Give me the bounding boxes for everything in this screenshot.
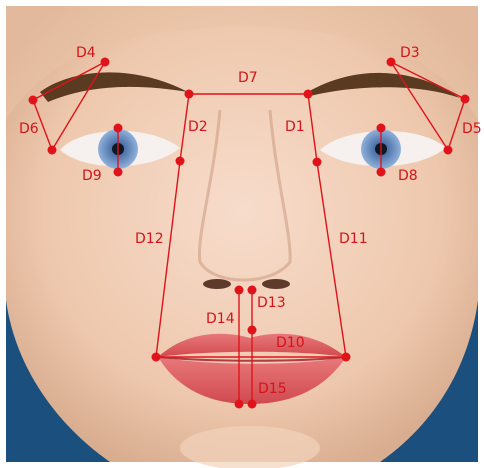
landmark-point [248, 326, 257, 335]
label-d7: D7 [238, 70, 258, 86]
label-d12: D12 [135, 231, 164, 247]
label-d2: D2 [188, 119, 208, 135]
landmark-point [101, 58, 110, 67]
landmark-point [342, 353, 351, 362]
landmark-point [48, 146, 57, 155]
label-d6: D6 [19, 121, 39, 137]
landmark-point [29, 96, 38, 105]
label-d9: D9 [82, 168, 102, 184]
landmark-point [313, 158, 322, 167]
landmark-point [444, 146, 453, 155]
landmark-point [152, 353, 161, 362]
landmark-point [377, 124, 386, 133]
label-d3: D3 [400, 45, 420, 61]
label-d15: D15 [258, 381, 287, 397]
landmark-point [114, 168, 123, 177]
right-nostril [262, 279, 290, 289]
label-d8: D8 [398, 168, 418, 184]
label-d1: D1 [285, 119, 305, 135]
landmark-point [248, 400, 257, 409]
landmark-point [461, 95, 470, 104]
label-d4: D4 [76, 45, 96, 61]
label-d13: D13 [257, 295, 286, 311]
landmark-point [248, 286, 257, 295]
landmark-point [176, 157, 185, 166]
landmark-point [235, 400, 244, 409]
landmark-point [235, 286, 244, 295]
landmark-point [114, 124, 123, 133]
label-d5: D5 [462, 121, 482, 137]
landmark-point [304, 90, 313, 99]
label-d14: D14 [206, 311, 235, 327]
landmark-point [387, 58, 396, 67]
left-nostril [203, 279, 231, 289]
label-d10: D10 [276, 335, 305, 351]
landmark-point [185, 90, 194, 99]
landmark-point [377, 168, 386, 177]
label-d11: D11 [339, 231, 368, 247]
